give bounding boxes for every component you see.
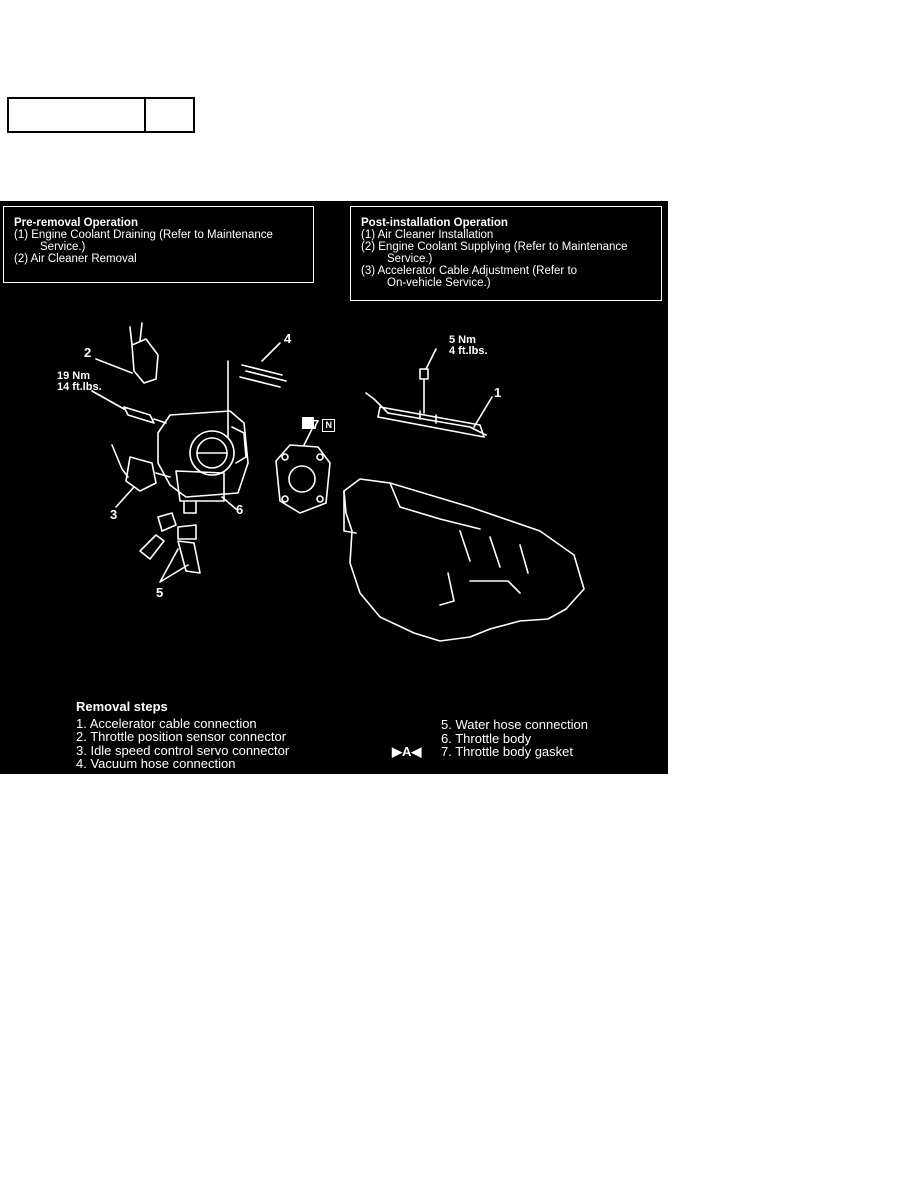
callout-2: 2 xyxy=(84,345,92,360)
pre-removal-box: Pre-removal Operation (1) Engine Coolant… xyxy=(3,206,314,283)
removal-step-2: 2. Throttle position sensor connector xyxy=(76,729,287,744)
removal-step-5: 5. Water hose connection xyxy=(441,717,588,732)
callout-6: 6 xyxy=(236,502,244,517)
post-installation-line-5: On-vehicle Service.) xyxy=(387,277,491,289)
intake-manifold xyxy=(343,478,585,642)
gasket xyxy=(275,444,331,514)
tps-connector xyxy=(131,338,159,384)
torque-5nm: 5 Nm 4 ft.lbs. xyxy=(449,335,488,357)
header-table-cell-2 xyxy=(146,99,193,131)
removal-step-6: 6. Throttle body xyxy=(441,730,532,746)
pre-removal-line-3: (2) Air Cleaner Removal xyxy=(14,253,137,265)
removal-steps-title: Removal steps xyxy=(76,699,168,714)
post-installation-line-1: (1) Air Cleaner Installation xyxy=(361,229,494,241)
reinstall-marker-a: ▶A◀ xyxy=(392,744,422,759)
torque-5nm-metric: 5 Nm xyxy=(449,334,476,346)
torque-19nm-metric: 19 Nm xyxy=(57,370,91,382)
removal-steps-right: 5. Water hose connection 6. Throttle bod… xyxy=(441,718,588,759)
throttle-body-housing xyxy=(157,410,249,498)
pre-removal-line-1: (1) Engine Coolant Draining (Refer to Ma… xyxy=(14,229,273,241)
diagram-drawing xyxy=(91,322,585,642)
accelerator-cable xyxy=(365,392,487,436)
post-installation-box: Post-installation Operation (1) Air Clea… xyxy=(350,206,662,301)
callout-7-number: 7 xyxy=(312,417,320,432)
callout-7-badge: N xyxy=(322,419,336,433)
post-installation-title: Post-installation Operation xyxy=(361,217,508,229)
torque-19nm: 19 Nm 14 ft.lbs. xyxy=(57,371,102,393)
pre-removal-title: Pre-removal Operation xyxy=(14,217,138,229)
removal-step-1: 1. Accelerator cable connection xyxy=(76,715,257,731)
removal-step-4: 4. Vacuum hose connection xyxy=(76,756,236,771)
throttle-body-diagram: Pre-removal Operation (1) Engine Coolant… xyxy=(0,201,668,774)
header-table-cell-1 xyxy=(9,99,146,131)
callout-4: 4 xyxy=(284,331,292,346)
post-installation-line-2: (2) Engine Coolant Supplying (Refer to M… xyxy=(361,241,628,253)
header-table xyxy=(7,97,195,133)
removal-step-3: 3. Idle speed control servo connector xyxy=(76,742,290,758)
post-installation-line-4: (3) Accelerator Cable Adjustment (Refer … xyxy=(361,265,578,277)
post-installation-line-3: Service.) xyxy=(387,253,433,265)
removal-step-7: 7. Throttle body gasket xyxy=(441,744,574,759)
callout-3: 3 xyxy=(110,507,118,522)
removal-steps-left: Removal steps 1. Accelerator cable conne… xyxy=(76,700,289,771)
torque-5nm-imperial: 4 ft.lbs. xyxy=(449,345,488,357)
callout-5: 5 xyxy=(156,585,164,600)
torque-19nm-imperial: 14 ft.lbs. xyxy=(57,381,102,393)
pre-removal-line-2: Service.) xyxy=(40,241,86,253)
callout-1: 1 xyxy=(494,385,502,400)
isc-connector xyxy=(125,456,157,492)
